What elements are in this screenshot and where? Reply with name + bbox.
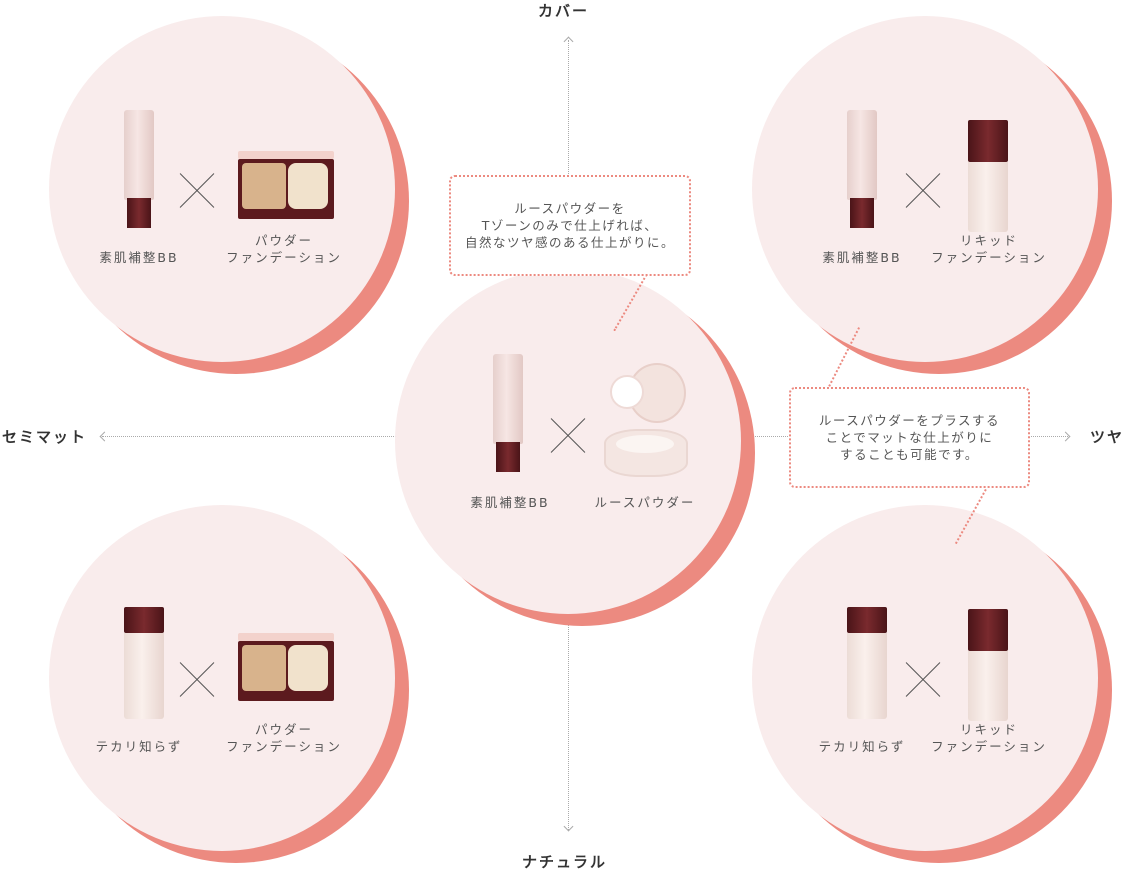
product-label: ルースパウダー — [594, 495, 696, 510]
combo-bottom-right: テカリ知らず リキッドファンデーション — [752, 505, 1112, 863]
loose-powder-image — [600, 363, 690, 478]
product-label: 素肌補整BB — [99, 250, 179, 265]
arrow-down-icon — [563, 821, 574, 832]
powder-compact-image — [238, 151, 334, 219]
arrow-right-icon — [1060, 431, 1071, 442]
liquid-foundation-image — [968, 609, 1008, 721]
times-icon — [179, 173, 215, 209]
callout-matte: ルースパウダーをプラスすることでマットな仕上がりにすることも可能です。 — [789, 387, 1030, 488]
times-icon — [550, 418, 586, 454]
product-label: パウダーファンデーション — [226, 233, 342, 265]
liquid-foundation-image — [968, 120, 1008, 232]
powder-compact-image — [238, 633, 334, 701]
axis-label-cover: カバー — [538, 2, 590, 20]
arrow-left-icon — [99, 431, 110, 442]
product-label: テカリ知らず — [95, 739, 183, 754]
axis-label-glossy: ツヤ — [1090, 428, 1125, 446]
combo-bottom-left: テカリ知らず パウダーファンデーション — [49, 505, 409, 863]
bb-tube-image — [491, 354, 525, 472]
product-label: リキッドファンデーション — [931, 233, 1047, 265]
bb-tube-image — [122, 110, 156, 228]
arrow-up-icon — [563, 36, 574, 47]
combo-top-left: 素肌補整BB パウダーファンデーション — [49, 16, 409, 374]
combo-top-right: 素肌補整BB リキッドファンデーション — [752, 16, 1112, 374]
product-label: リキッドファンデーション — [931, 722, 1047, 754]
axis-label-semimatte: セミマット — [2, 428, 88, 446]
tekari-shirazu-image — [847, 607, 887, 719]
times-icon — [905, 662, 941, 698]
times-icon — [179, 662, 215, 698]
axis-label-natural: ナチュラル — [522, 853, 608, 871]
tekari-shirazu-image — [124, 607, 164, 719]
product-label: 素肌補整BB — [470, 495, 550, 510]
bb-tube-image — [845, 110, 879, 228]
combo-center: 素肌補整BB ルースパウダー — [395, 268, 755, 626]
times-icon — [905, 173, 941, 209]
product-label: テカリ知らず — [818, 739, 906, 754]
product-label: 素肌補整BB — [822, 250, 902, 265]
product-label: パウダーファンデーション — [226, 722, 342, 754]
